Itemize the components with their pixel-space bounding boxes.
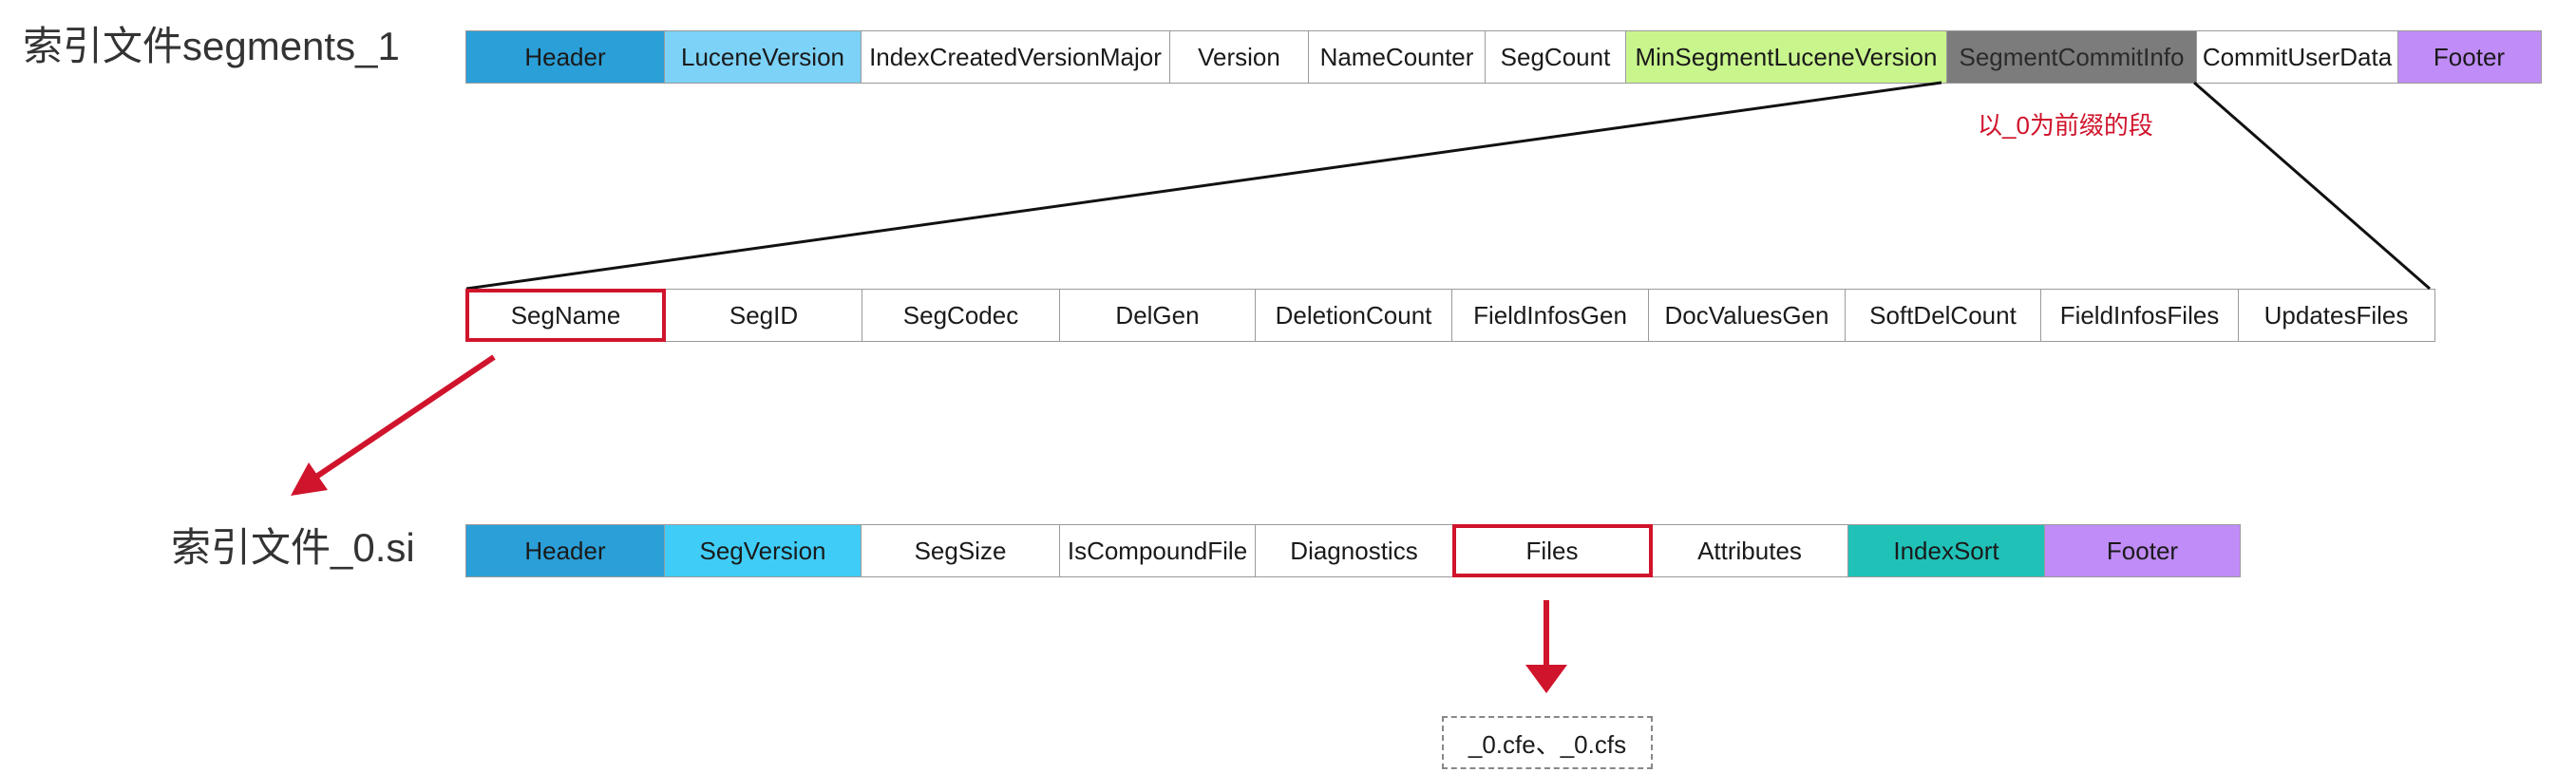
field-infos-gen-field: FieldInfosGen <box>1450 289 1650 342</box>
del-gen-field: DelGen <box>1058 289 1257 342</box>
compound-files-box: _0.cfe、_0.cfs <box>1442 716 1653 769</box>
commit-info-row: SegName SegID SegCodec DelGen DeletionCo… <box>465 289 2435 342</box>
expansion-line-left <box>465 81 1942 291</box>
updates-files-field: UpdatesFiles <box>2237 289 2435 342</box>
seg-footer-field: Footer <box>2396 30 2542 84</box>
segname-to-si-arrowhead <box>291 462 328 496</box>
si-seg-size-field: SegSize <box>861 524 1060 577</box>
doc-values-gen-field: DocValuesGen <box>1648 289 1846 342</box>
seg-index-created-version-major-field: IndexCreatedVersionMajor <box>861 30 1170 84</box>
seg-lucene-version-field: LuceneVersion <box>663 30 862 84</box>
seg-version-field: Version <box>1168 30 1310 84</box>
seg-min-segment-lucene-version-field: MinSegmentLuceneVersion <box>1625 30 1947 84</box>
si-is-compound-file-field: IsCompoundFile <box>1058 524 1257 577</box>
seg-id-field: SegID <box>664 289 863 342</box>
segments-structure-row: Header LuceneVersion IndexCreatedVersion… <box>465 30 2542 84</box>
si-files-field: Files <box>1451 524 1653 577</box>
deletion-count-field: DeletionCount <box>1255 289 1452 342</box>
segname-to-si-arrow-shaft <box>312 354 496 481</box>
seg-seg-count-field: SegCount <box>1484 30 1627 84</box>
si-seg-version-field: SegVersion <box>663 524 862 577</box>
si-diagnostics-field: Diagnostics <box>1255 524 1453 577</box>
si-structure-row: Header SegVersion SegSize IsCompoundFile… <box>465 524 2241 577</box>
si-index-sort-field: IndexSort <box>1847 524 2046 577</box>
files-to-box-arrowhead <box>1525 665 1567 693</box>
seg-name-field: SegName <box>465 289 666 342</box>
si-attributes-field: Attributes <box>1651 524 1848 577</box>
seg-segment-commit-info-field: SegmentCommitInfo <box>1945 30 2198 84</box>
field-infos-files-field: FieldInfosFiles <box>2040 289 2239 342</box>
seg-codec-field: SegCodec <box>862 289 1060 342</box>
seg-commit-user-data-field: CommitUserData <box>2196 30 2398 84</box>
soft-del-count-field: SoftDelCount <box>1844 289 2042 342</box>
si-file-title: 索引文件_0.si <box>171 525 415 570</box>
si-header-field: Header <box>465 524 665 577</box>
expansion-line-right <box>2193 81 2431 291</box>
segments-file-title: 索引文件segments_1 <box>23 24 400 68</box>
seg-header-field: Header <box>465 30 665 84</box>
si-footer-field: Footer <box>2044 524 2241 577</box>
commit-info-note: 以_0为前缀的段 <box>1978 111 2153 140</box>
